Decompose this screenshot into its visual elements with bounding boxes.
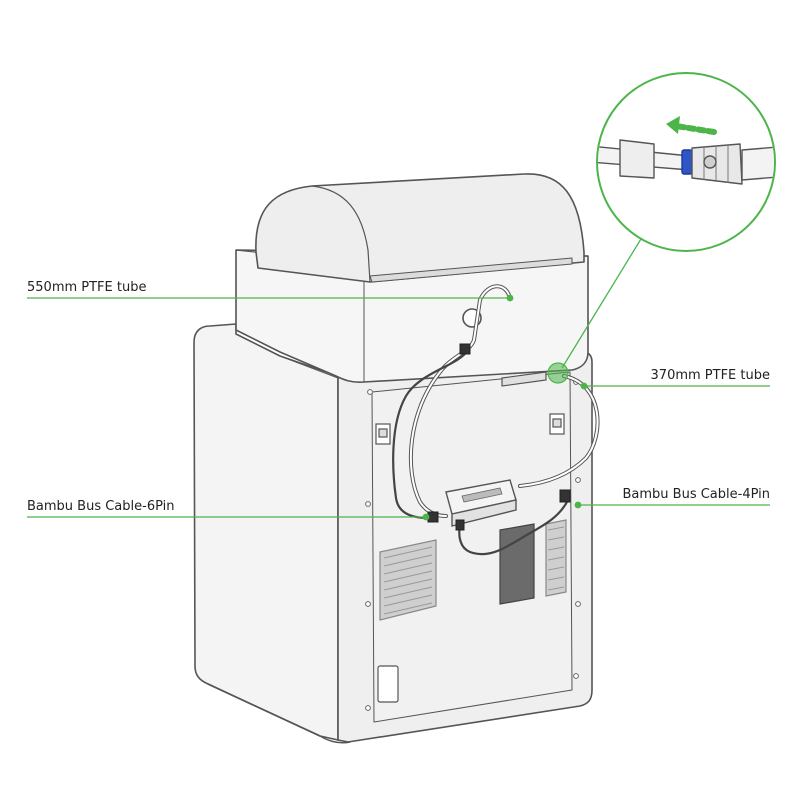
hub-6pin-connector <box>427 511 439 523</box>
left-vent-grille <box>379 539 437 621</box>
back-panel-details <box>365 371 581 711</box>
zoom-source-highlight <box>547 362 569 384</box>
back-slot <box>501 371 547 387</box>
ptfe-550-tube <box>409 285 511 517</box>
zoom-leader-line <box>561 233 645 369</box>
ams-lid <box>255 173 585 283</box>
printer-left-side <box>193 323 339 741</box>
rear-label-panel <box>499 523 535 605</box>
ams-lid-edge <box>311 185 371 283</box>
bus-hub <box>445 479 517 527</box>
callout-lines <box>27 233 770 518</box>
zoom-coupler-hole <box>703 155 717 169</box>
printer-body <box>193 323 593 744</box>
bus-6pin-cable <box>392 348 470 520</box>
arrow-left-icon <box>666 116 717 135</box>
zoom-tube-sleeve <box>619 139 655 179</box>
right-bracket-slot <box>552 418 562 428</box>
ams-unit <box>235 173 589 383</box>
callout-dots <box>422 294 588 521</box>
cables <box>392 284 600 556</box>
printer-bottom-edge <box>207 683 351 744</box>
right-vent-grille <box>545 519 567 597</box>
label-bus-cable-4pin: Bambu Bus Cable-4Pin <box>622 487 770 502</box>
left-bracket-slot <box>378 428 388 438</box>
label-bus-cable-6pin: Bambu Bus Cable-6Pin <box>27 499 175 514</box>
label-550mm-ptfe-tube: 550mm PTFE tube <box>27 280 147 295</box>
zoom-collet-ring <box>681 149 693 175</box>
label-370mm-ptfe-tube: 370mm PTFE tube <box>650 368 770 383</box>
bus-4pin-cable <box>458 498 570 556</box>
lower-port <box>377 665 399 703</box>
ptfe-370-tube <box>519 375 599 487</box>
zoom-back-tube <box>741 145 774 181</box>
hub-4pin-connector <box>455 519 465 531</box>
printer-4pin-connector <box>559 489 571 503</box>
ams-lid-handle <box>369 257 573 283</box>
zoom-coupler <box>691 143 743 185</box>
ams-6pin-connector <box>459 343 471 355</box>
zoom-inset <box>596 72 776 252</box>
